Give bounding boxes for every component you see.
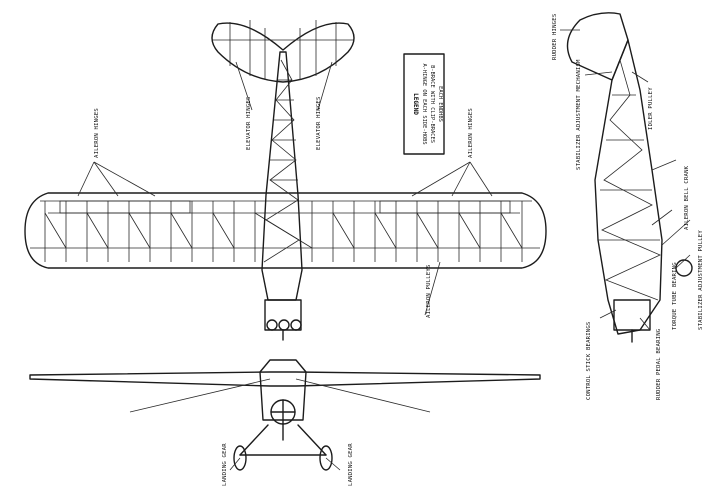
label-idler-pulley: IDLER PULLEY: [648, 87, 654, 130]
horizontal-stabilizer: [211, 22, 355, 83]
label-stabilizer-adjustment: STABILIZER ADJUSTMENT MECHANISM: [576, 59, 582, 170]
fuselage-truss: [263, 59, 300, 263]
label-torque-tube-bearing: TORQUE TUBE BEARING: [672, 262, 678, 330]
engine-side: [613, 299, 651, 343]
label-aileron-hinges-left: AILERON HINGES: [94, 108, 100, 158]
legend-line-2: B-BRACE WITH CLIP-BRACES: [429, 65, 435, 143]
label-aileron-bell-crank: AILERON BELL CRANK: [684, 165, 690, 230]
wing-brace: [86, 212, 109, 249]
wing-brace: [374, 212, 397, 249]
side-view: [560, 12, 693, 343]
label-control-stick-bearings: CONTROL STICK BEARINGS: [586, 322, 592, 401]
wing-brace: [458, 212, 481, 249]
legend-box: LEGEND A-HINGE ON EACH SIDE-HOBS B-BRACE…: [403, 53, 445, 155]
landing-gear-front: [233, 423, 333, 471]
label-rudder-hinges: RUDDER HINGES: [552, 14, 558, 60]
fuselage-side-truss: [598, 59, 661, 301]
label-rudder-pedal-bearing: RUDDER PEDAL BEARING: [656, 328, 662, 400]
front-view: [29, 359, 541, 471]
legend-title: LEGEND: [412, 93, 419, 115]
wing-brace: [332, 212, 355, 249]
label-elevator-hinges-right: ELEVATOR HINGES: [316, 96, 322, 150]
wing-brace: [416, 212, 439, 249]
fuselage-top: [261, 51, 303, 301]
label-aileron-hinges-right: AILERON HINGES: [468, 108, 474, 158]
wing-front: [29, 371, 541, 387]
label-stabilizer-adjustment-pulley: STABILIZER ADJUSTMENT PULLEY: [698, 230, 704, 330]
top-view: [24, 20, 547, 341]
label-landing-gear-left: LANDING GEAR: [222, 443, 228, 486]
legend-line-1: A-HINGE ON EACH SIDE-HOBS: [421, 63, 427, 144]
wing-outline: [24, 192, 547, 269]
wing-brace: [170, 212, 193, 249]
wing-ribs: [44, 201, 523, 262]
legend-line-3: EACH ENDHBS: [437, 86, 443, 122]
wing-brace: [500, 212, 523, 249]
fuselage-side: [594, 39, 663, 335]
pulley-icon: [675, 259, 693, 277]
label-aileron-pulleys: AILERON PULLEYS: [426, 264, 432, 318]
label-elevator-hinges-left: ELEVATOR HINGES: [246, 96, 252, 150]
label-landing-gear-right: LANDING GEAR: [348, 443, 354, 486]
fuselage-front: [259, 359, 307, 425]
engine-top: [264, 299, 302, 341]
wing-brace: [44, 212, 67, 249]
wing-brace: [212, 212, 235, 249]
wing-brace: [128, 212, 151, 249]
